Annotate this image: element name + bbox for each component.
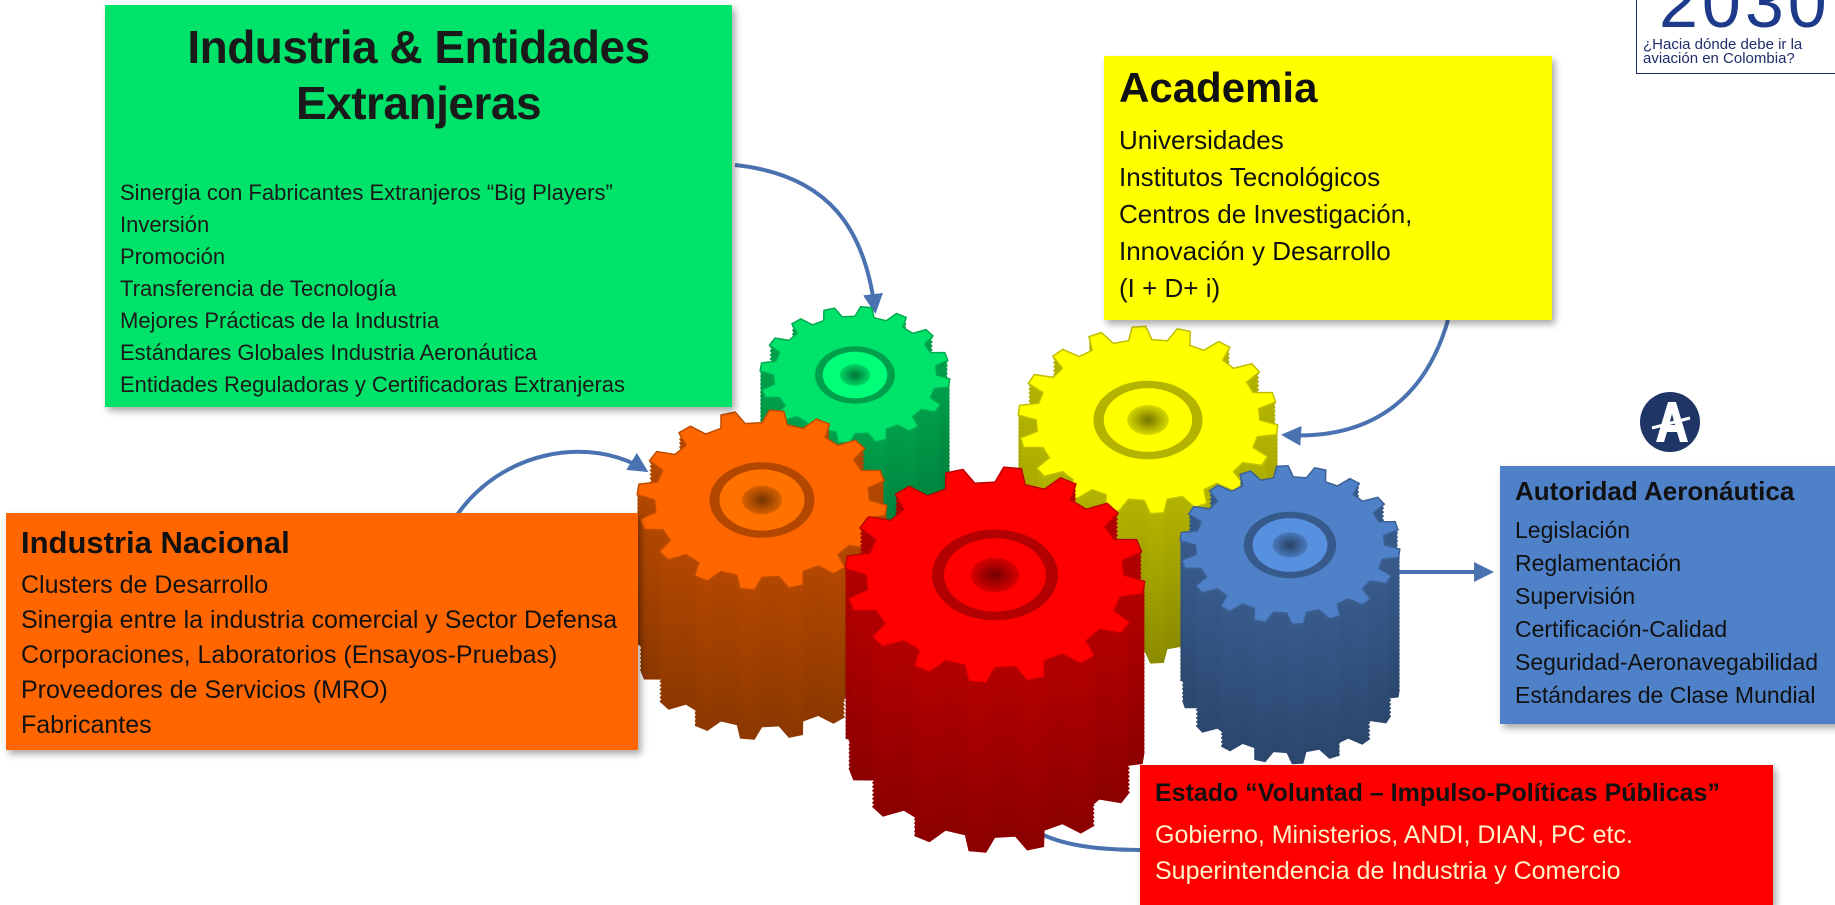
gear-orange [636,409,888,740]
vision-2030-logo: 2030 ¿Hacia dónde debe ir la aviación en… [1636,0,1835,74]
list-item: Universidades [1119,125,1284,155]
list-item: Clusters de Desarrollo [21,571,269,599]
national-industry-title: Industria Nacional [21,525,290,560]
arrow-orange-to-gear [453,449,649,520]
gear-red [844,466,1146,853]
list-item: Estándares de Clase Mundial [1515,682,1816,708]
foreign-industry-box: Industria & Entidades Extranjeras Sinerg… [105,5,732,407]
list-item: Inversión [120,212,210,237]
state-policy-title: Estado “Voluntad – Impulso-Políticas Púb… [1155,779,1720,807]
list-item: Gobierno, Ministerios, ANDI, DIAN, PC et… [1155,821,1633,849]
national-industry-box: Industria Nacional Clusters de Desarroll… [6,513,638,750]
aviation-authority-list: Legislación Reglamentación Supervisión C… [1515,514,1818,712]
list-item: Sinergia entre la industria comercial y … [21,606,618,634]
list-item: Seguridad-Aeronavegabilidad [1515,649,1819,675]
list-item: Promoción [120,244,226,269]
list-item: Mejores Prácticas de la Industria [120,308,440,333]
list-item: Corporaciones, Laboratorios (Ensayos-Pru… [21,641,558,669]
arrow-yellow-to-gear [1281,319,1450,446]
logo-tagline-line2: aviación en Colombia? [1643,50,1795,67]
list-item: (I + D+ i) [1119,273,1221,303]
aviation-authority-box: Autoridad Aeronáutica Legislación Reglam… [1500,466,1835,724]
list-item: Estándares Globales Industria Aeronáutic… [120,340,538,365]
list-item: Entidades Reguladoras y Certificadoras E… [120,372,626,397]
aerocivil-emblem-icon [1640,392,1700,452]
arrow-green-to-gear [734,163,883,314]
foreign-industry-list: Sinergia con Fabricantes Extranjeros “Bi… [120,177,625,401]
list-item: Fabricantes [21,711,152,739]
state-policy-list: Gobierno, Ministerios, ANDI, DIAN, PC et… [1155,817,1633,889]
list-item: Supervisión [1515,583,1636,609]
national-industry-list: Clusters de Desarrollo Sinergia entre la… [21,568,617,743]
list-item: Superintendencia de Industria y Comercio [1155,857,1621,885]
state-policy-box: Estado “Voluntad – Impulso-Políticas Púb… [1140,765,1773,905]
list-item: Legislación [1515,517,1631,543]
list-item: Reglamentación [1515,550,1682,576]
aviation-authority-title: Autoridad Aeronáutica [1515,476,1795,506]
list-item: Institutos Tecnológicos [1119,162,1381,192]
logo-year: 2030 [1659,0,1831,42]
list-item: Sinergia con Fabricantes Extranjeros “Bi… [120,180,613,205]
foreign-industry-title: Industria & Entidades Extranjeras [187,21,650,129]
logo-tagline-line1: ¿Hacia dónde debe ir la [1643,36,1803,53]
list-item: Certificación-Calidad [1515,616,1728,642]
list-item: Centros de Investigación, [1119,199,1413,229]
gear-blue [1179,465,1401,765]
list-item: Proveedores de Servicios (MRO) [21,676,388,704]
academia-box: Academia Universidades Institutos Tecnol… [1104,56,1552,320]
list-item: Transferencia de Tecnología [120,276,397,301]
academia-title: Academia [1119,64,1318,111]
list-item: Innovación y Desarrollo [1119,236,1391,266]
academia-list: Universidades Institutos Tecnológicos Ce… [1119,122,1412,307]
